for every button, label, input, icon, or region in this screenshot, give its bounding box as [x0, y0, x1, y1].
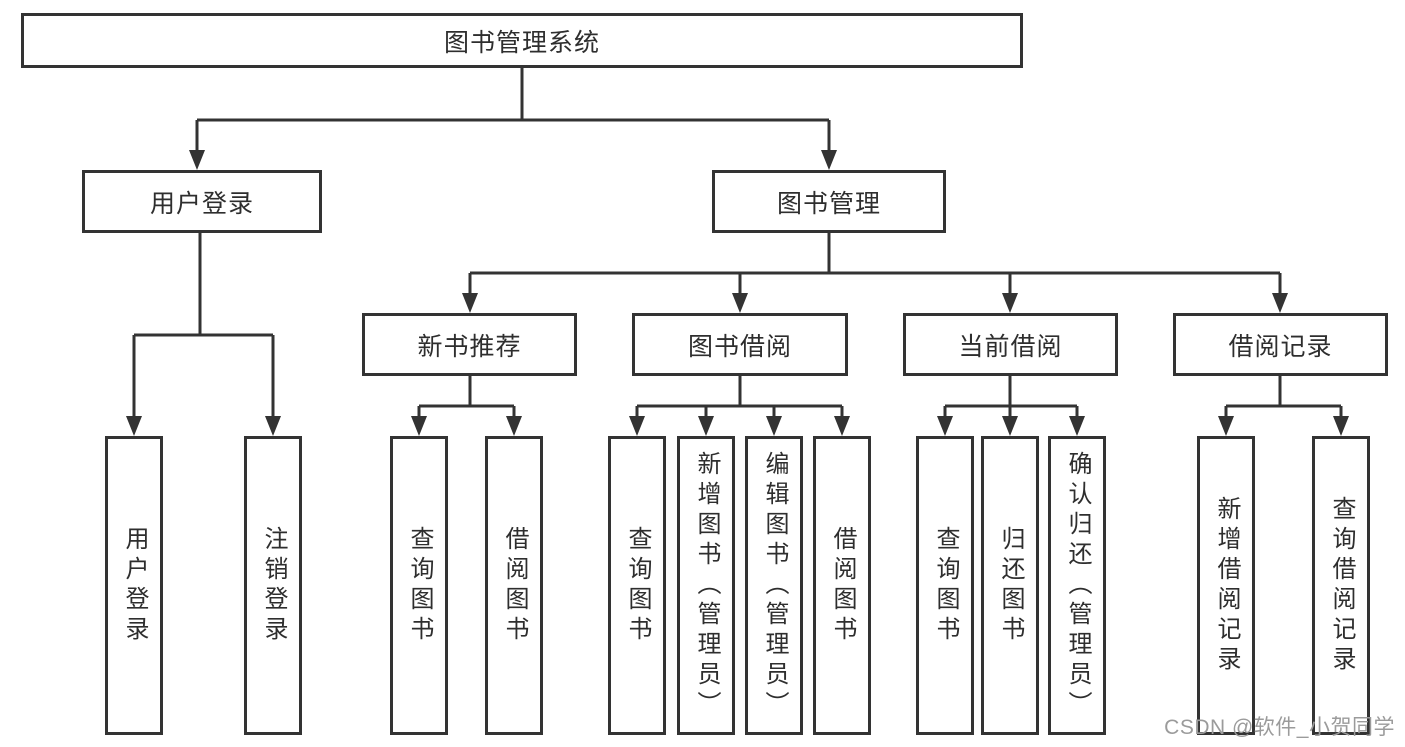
node-root: 图书管理系统	[21, 13, 1023, 68]
leaf-label: 借阅图书	[829, 525, 856, 646]
arrow-icon	[1218, 416, 1234, 436]
arrow-icon	[821, 150, 837, 170]
arrow-icon	[766, 416, 782, 436]
arrow-icon	[506, 416, 522, 436]
leaf-label: 用户登录	[121, 525, 148, 646]
node-book-borrow: 图书借阅	[632, 313, 848, 376]
leaf-bb-borrow-books: 借阅图书	[813, 436, 871, 735]
arrow-icon	[698, 416, 714, 436]
leaf-cb-query-books: 查询图书	[916, 436, 974, 735]
arrow-icon	[937, 416, 953, 436]
arrow-icon	[1002, 416, 1018, 436]
leaf-rec-add-record: 新增借阅记录	[1197, 436, 1255, 735]
node-borrow-records: 借阅记录	[1173, 313, 1388, 376]
leaf-label: 新增借阅记录	[1213, 495, 1240, 676]
arrow-icon	[126, 416, 142, 436]
leaf-bb-add-books-admin: 新增图书（管理员）	[677, 436, 735, 735]
arrow-icon	[1272, 293, 1288, 313]
leaf-label: 查询图书	[406, 525, 433, 646]
leaf-logout: 注销登录	[244, 436, 302, 735]
arrow-icon	[1333, 416, 1349, 436]
leaf-label: 归还图书	[997, 525, 1024, 646]
arrow-icon	[189, 150, 205, 170]
leaf-label: 查询图书	[624, 525, 651, 646]
arrow-icon	[265, 416, 281, 436]
leaf-label: 注销登录	[260, 525, 287, 646]
arrow-icon	[462, 293, 478, 313]
leaf-nb-borrow-books: 借阅图书	[485, 436, 543, 735]
leaf-label: 借阅图书	[501, 525, 528, 646]
leaf-cb-confirm-return-admin: 确认归还（管理员）	[1048, 436, 1106, 735]
leaf-rec-query-record: 查询借阅记录	[1312, 436, 1370, 735]
arrow-icon	[629, 416, 645, 436]
leaf-label: 编辑图书（管理员）	[761, 450, 788, 721]
leaf-label: 查询借阅记录	[1328, 495, 1355, 676]
node-current-borrow: 当前借阅	[903, 313, 1118, 376]
node-new-book-recommend: 新书推荐	[362, 313, 577, 376]
leaf-bb-edit-books-admin: 编辑图书（管理员）	[745, 436, 803, 735]
arrow-icon	[1069, 416, 1085, 436]
leaf-user-login: 用户登录	[105, 436, 163, 735]
tree-edges	[132, 68, 1343, 420]
arrow-icon	[732, 293, 748, 313]
leaf-bb-query-books: 查询图书	[608, 436, 666, 735]
arrow-icon	[411, 416, 427, 436]
leaf-label: 查询图书	[932, 525, 959, 646]
leaf-nb-query-books: 查询图书	[390, 436, 448, 735]
leaf-cb-return-books: 归还图书	[981, 436, 1039, 735]
node-book-management: 图书管理	[712, 170, 946, 233]
arrow-icon	[1002, 293, 1018, 313]
arrow-icon	[834, 416, 850, 436]
leaf-label: 确认归还（管理员）	[1064, 450, 1091, 721]
node-user-login: 用户登录	[82, 170, 322, 233]
leaf-label: 新增图书（管理员）	[693, 450, 720, 721]
csdn-watermark: CSDN @软件_小贺同学	[1164, 716, 1395, 739]
